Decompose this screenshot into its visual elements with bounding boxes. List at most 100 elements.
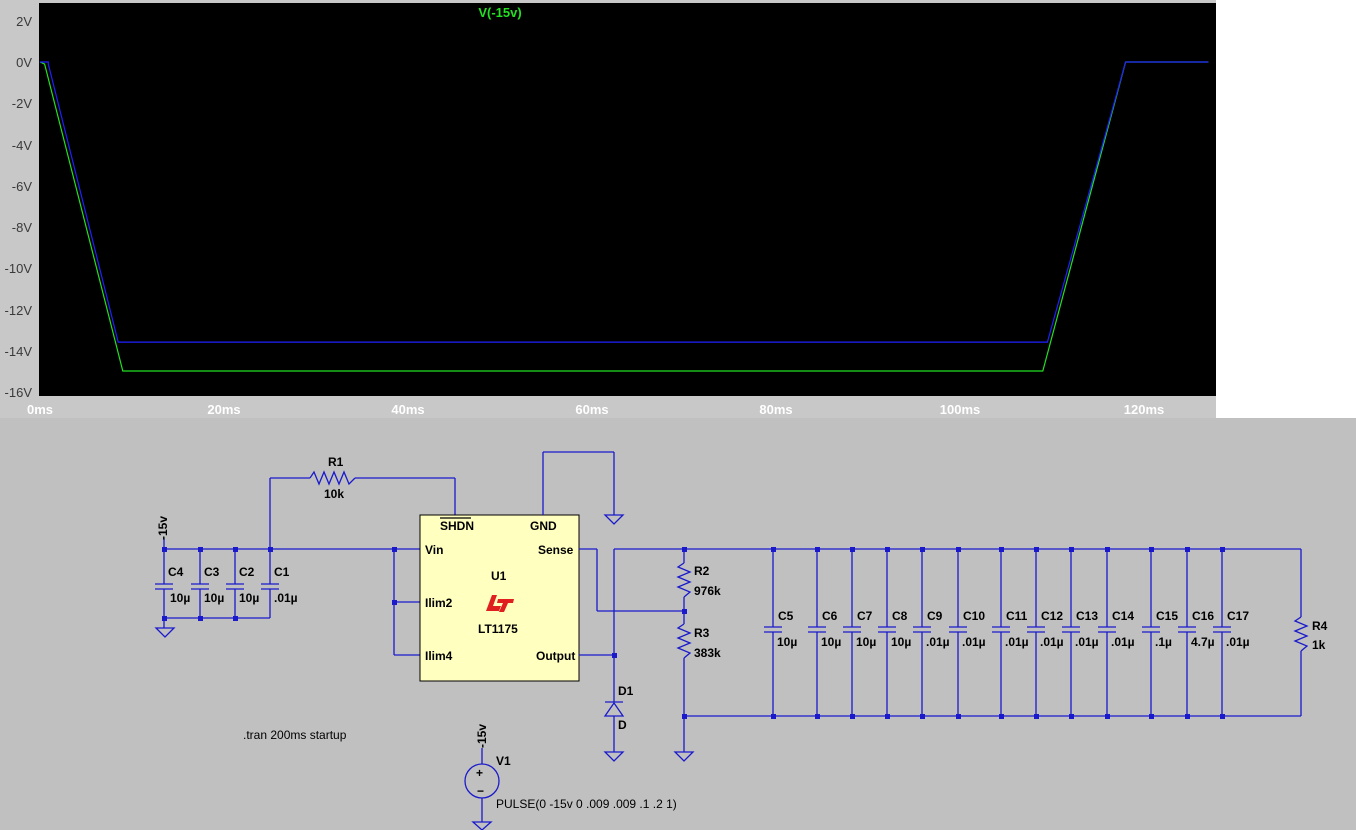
cap-name: C8 bbox=[892, 609, 908, 623]
cap-name: C13 bbox=[1076, 609, 1098, 623]
resistor-value: 976k bbox=[694, 584, 721, 598]
cap-value: 10µ bbox=[821, 635, 841, 649]
pin-label-shdn: SHDN bbox=[440, 519, 474, 533]
junction bbox=[1220, 547, 1225, 552]
cap-value: 10µ bbox=[204, 591, 224, 605]
capacitor-C5[interactable] bbox=[764, 549, 782, 716]
capacitor-C8[interactable] bbox=[878, 549, 896, 716]
y-tick-label: -10V bbox=[5, 261, 33, 276]
input-capacitors bbox=[155, 583, 279, 590]
resistor-R1[interactable] bbox=[309, 470, 356, 486]
capacitor-C15[interactable] bbox=[1142, 549, 1160, 716]
cap-name: C7 bbox=[857, 609, 873, 623]
cap-name: C1 bbox=[274, 565, 290, 579]
junction bbox=[771, 547, 776, 552]
junction bbox=[956, 714, 961, 719]
cap-name: C15 bbox=[1156, 609, 1178, 623]
waveform-plot[interactable]: V(-15v) 2V 0V -2V -4V -6V -8V -10V -12V … bbox=[0, 0, 1216, 418]
cap-value: 10µ bbox=[777, 635, 797, 649]
cap-name: C11 bbox=[1006, 609, 1028, 623]
source-plus: + bbox=[476, 766, 483, 780]
junction bbox=[956, 547, 961, 552]
regulator-U1[interactable] bbox=[419, 514, 580, 682]
capacitor-C6[interactable] bbox=[808, 549, 826, 716]
ground-symbol bbox=[603, 751, 695, 762]
capacitor-C12[interactable] bbox=[1027, 549, 1045, 716]
resistor-R3[interactable] bbox=[676, 623, 692, 659]
capacitor-C16[interactable] bbox=[1178, 549, 1196, 716]
capacitor-C13[interactable] bbox=[1062, 549, 1080, 716]
junction bbox=[1069, 547, 1074, 552]
cap-name: C17 bbox=[1227, 609, 1249, 623]
y-tick-label: -8V bbox=[12, 220, 33, 235]
junction bbox=[920, 714, 925, 719]
cap-value: .01µ bbox=[962, 635, 986, 649]
trace-series-1[interactable] bbox=[40, 61, 1209, 343]
junction bbox=[1105, 714, 1110, 719]
x-tick-label: 0ms bbox=[27, 402, 53, 417]
cap-value: .1µ bbox=[1155, 635, 1172, 649]
capacitor-C2[interactable] bbox=[226, 583, 244, 590]
trace-title[interactable]: V(-15v) bbox=[478, 5, 521, 20]
y-tick-label: -12V bbox=[5, 303, 33, 318]
resistor-value: 10k bbox=[324, 487, 344, 501]
junction bbox=[999, 547, 1004, 552]
junction bbox=[850, 714, 855, 719]
capacitor-C14[interactable] bbox=[1098, 549, 1116, 716]
junction bbox=[1185, 714, 1190, 719]
capacitor-C17[interactable] bbox=[1213, 549, 1231, 716]
schematic-canvas[interactable]: C4 10µ C3 10µ C2 10µ C1 .01µ -15v R1 10k… bbox=[0, 418, 1356, 830]
capacitor-C3[interactable] bbox=[191, 583, 209, 590]
cap-value: .01µ bbox=[1226, 635, 1250, 649]
cap-name: C9 bbox=[927, 609, 943, 623]
trace-layer bbox=[39, 61, 1209, 372]
cap-name: C2 bbox=[239, 565, 255, 579]
diode-D1[interactable] bbox=[603, 700, 625, 717]
junction bbox=[815, 547, 820, 552]
cap-value: 10µ bbox=[170, 591, 190, 605]
net-label[interactable]: -15v bbox=[475, 724, 489, 748]
cap-name: C14 bbox=[1112, 609, 1134, 623]
pin-label-output: Output bbox=[536, 649, 575, 663]
capacitor-C4[interactable] bbox=[155, 583, 173, 590]
junction bbox=[1034, 547, 1039, 552]
junction bbox=[1105, 547, 1110, 552]
schematic-editor[interactable]: C4 10µ C3 10µ C2 10µ C1 .01µ -15v R1 10k… bbox=[0, 418, 1356, 830]
voltage-source-V1[interactable] bbox=[464, 748, 500, 830]
junction bbox=[1069, 714, 1074, 719]
cap-value: .01µ bbox=[1075, 635, 1099, 649]
cap-name: C4 bbox=[168, 565, 184, 579]
resistor-R4[interactable] bbox=[1293, 616, 1309, 652]
waveform-viewer[interactable]: V(-15v) 2V 0V -2V -4V -6V -8V -10V -12V … bbox=[0, 0, 1216, 418]
x-tick-label: 80ms bbox=[759, 402, 792, 417]
source-minus: − bbox=[477, 784, 484, 798]
net-label[interactable]: -15v bbox=[156, 516, 170, 540]
pin-label-sense: Sense bbox=[538, 543, 574, 557]
linear-tech-logo-icon bbox=[486, 595, 514, 612]
cap-name: C3 bbox=[204, 565, 220, 579]
pin-label-ilim4: Ilim4 bbox=[425, 649, 453, 663]
capacitor-C10[interactable] bbox=[949, 549, 967, 716]
spice-directive[interactable]: .tran 200ms startup bbox=[243, 728, 347, 742]
x-tick-label: 100ms bbox=[940, 402, 980, 417]
ic-part: LT1175 bbox=[478, 622, 518, 636]
pin-label-ilim2: Ilim2 bbox=[425, 596, 453, 610]
junction bbox=[1185, 547, 1190, 552]
resistor-R2[interactable] bbox=[676, 562, 692, 598]
capacitor-C11[interactable] bbox=[992, 549, 1010, 716]
resistor-name: R2 bbox=[694, 564, 710, 578]
plot-area[interactable] bbox=[39, 3, 1216, 396]
junction bbox=[885, 547, 890, 552]
cap-value: .01µ bbox=[274, 591, 298, 605]
capacitor-C9[interactable] bbox=[913, 549, 931, 716]
capacitor-C1[interactable] bbox=[261, 583, 279, 590]
capacitor-C7[interactable] bbox=[843, 549, 861, 716]
cap-value: .01µ bbox=[1005, 635, 1029, 649]
junction bbox=[1034, 714, 1039, 719]
junction bbox=[885, 714, 890, 719]
cap-name: C10 bbox=[963, 609, 985, 623]
y-tick-label: 0V bbox=[16, 55, 32, 70]
junction bbox=[1149, 714, 1154, 719]
cap-value: 4.7µ bbox=[1191, 635, 1215, 649]
junction bbox=[920, 547, 925, 552]
